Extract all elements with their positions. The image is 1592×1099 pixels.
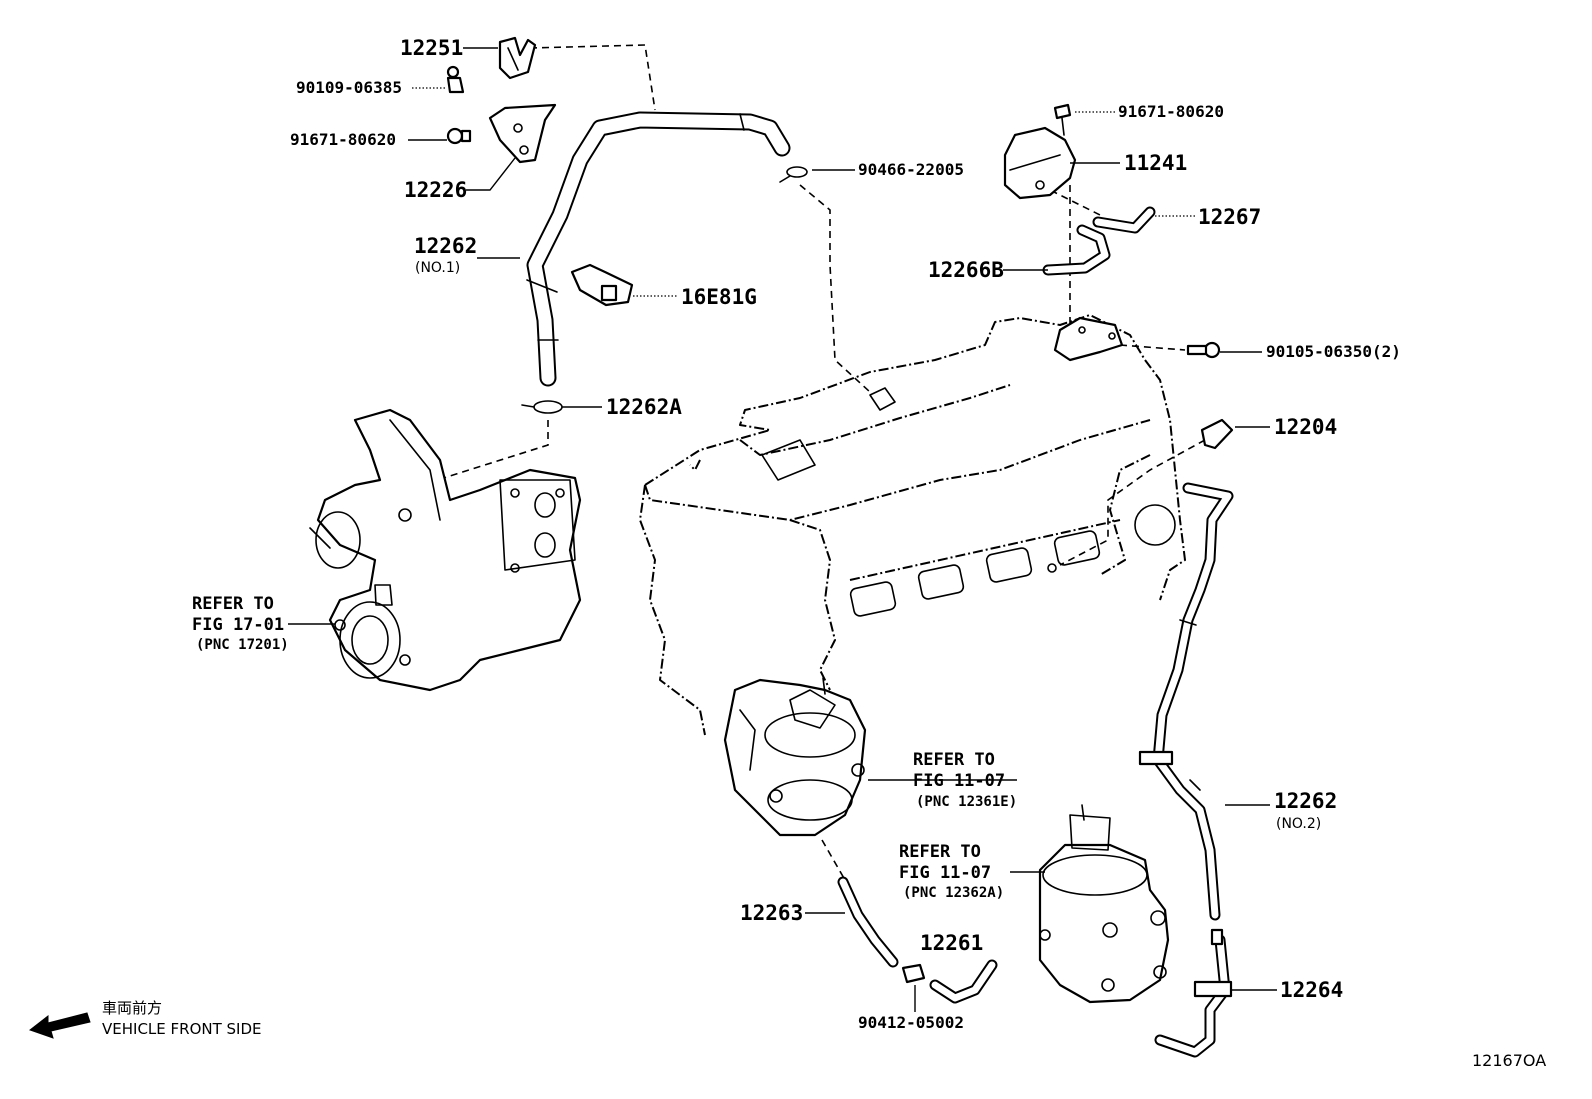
label-12267: 12267 [1198,205,1261,229]
fitting-90412 [901,963,926,984]
front-kanji: 車両前方 [102,999,162,1017]
hose-12262-no1 [526,111,791,387]
part-labels: 12251 90109-06385 91671-80620 12226 9046… [290,36,1401,1032]
label-91671-left: 91671-80620 [290,130,396,149]
label-91671-right: 91671-80620 [1118,102,1224,121]
reference-notes: REFER TO FIG 17-01 (PNC 17201) REFER TO … [192,594,1017,901]
label-12262a: 12262A [606,395,682,419]
arrow-down-left-icon [28,1012,91,1039]
bolt-90109 [446,65,465,94]
cam-cover-bracket [1053,316,1124,362]
bolt-91671-right [1053,103,1072,136]
pipe-12264 [1154,928,1233,1058]
clip-12262a [521,400,563,414]
engine-block-outline [639,314,1186,736]
ref2-line2: FIG 11-07 [913,771,1005,791]
sensor-16e81g [570,263,634,307]
ref2-line1: REFER TO [913,750,995,770]
separator-11241 [1003,126,1077,200]
label-16e81g: 16E81G [681,285,757,309]
vehicle-front-indicator: 車両前方 VEHICLE FRONT SIDE [28,999,262,1039]
label-12261: 12261 [920,931,983,955]
hose-12267 [1092,206,1156,234]
bracket-12226 [488,103,557,164]
label-11241: 11241 [1124,151,1187,175]
label-12263: 12263 [740,901,803,925]
label-90466: 90466-22005 [858,160,964,179]
label-12262-no1-sub: (NO.1) [415,260,460,276]
label-12262-no2-sub: (NO.2) [1276,816,1321,832]
hose-12261 [929,959,998,1004]
ref1-line3: (PNC 17201) [196,637,289,653]
label-90105: 90105-06350(2) [1266,342,1401,361]
hose-12262-no2 [1138,482,1234,921]
ref2-line3: (PNC 12361E) [916,794,1017,810]
engine-ports [761,387,1176,617]
ref3-line3: (PNC 12362A) [903,885,1004,901]
label-12204: 12204 [1274,415,1337,439]
engine-mount-12361e [723,677,867,837]
bolt-90105 [1186,341,1221,359]
label-90109: 90109-06385 [296,78,402,97]
front-label: VEHICLE FRONT SIDE [102,1020,262,1038]
ref1-line1: REFER TO [192,594,274,614]
bolt-91671-left [446,127,472,145]
hose-12263 [837,876,899,968]
label-12266b: 12266B [928,258,1004,282]
hose-12266b [1042,224,1111,276]
clip-90466 [779,166,808,183]
label-12264: 12264 [1280,978,1343,1002]
label-12226: 12226 [404,178,467,202]
ref3-line2: FIG 11-07 [899,863,991,883]
leader-lines [288,47,1277,1012]
figure-id: 12167OA [1472,1051,1546,1070]
engine-mount-12362a [1038,804,1170,1004]
ref1-line2: FIG 17-01 [192,615,284,635]
turbocharger [309,408,582,692]
union-12204 [1200,418,1234,450]
label-12262-no2: 12262 [1274,789,1337,813]
label-12251: 12251 [400,36,463,60]
label-90412: 90412-05002 [858,1013,964,1032]
ref3-line1: REFER TO [899,842,981,862]
clamp-12251 [498,36,537,80]
label-12262-no1: 12262 [414,234,477,258]
